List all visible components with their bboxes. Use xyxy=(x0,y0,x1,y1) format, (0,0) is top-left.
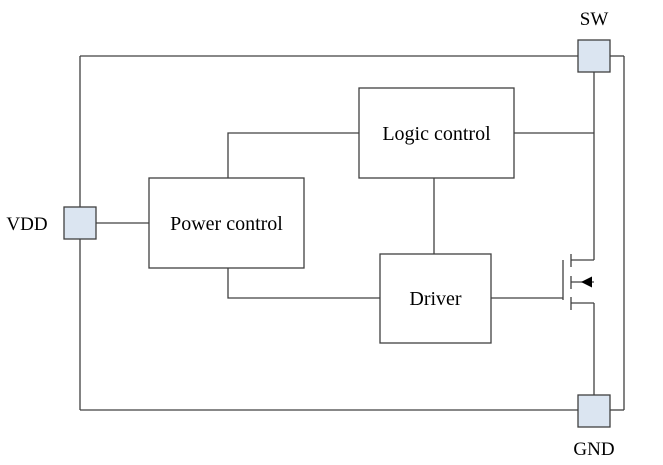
wire-power-driver xyxy=(227,268,380,299)
gnd-pin-box xyxy=(577,394,611,428)
logic-control-box xyxy=(358,87,515,179)
sw-pin-label: SW xyxy=(580,9,609,30)
pin-gnd: GND xyxy=(573,394,615,460)
driver-box xyxy=(379,253,492,344)
pin-vdd: VDD xyxy=(6,206,97,240)
vdd-pin-label: VDD xyxy=(6,214,47,235)
outer-boundary xyxy=(79,55,625,411)
mosfet-icon xyxy=(562,254,594,310)
power-control-label: Power control xyxy=(170,213,283,235)
vdd-pin-box xyxy=(63,206,97,240)
block-power-control: Power control xyxy=(148,177,305,269)
gnd-pin-label: GND xyxy=(573,439,614,460)
mosfet-arrow-icon xyxy=(581,276,592,288)
sw-pin-box xyxy=(577,39,611,73)
pin-sw: SW xyxy=(577,9,611,73)
internal-wiring xyxy=(96,72,595,395)
logic-control-label: Logic control xyxy=(382,123,491,145)
block-logic-control: Logic control xyxy=(358,87,515,179)
wire-power-logic xyxy=(227,132,359,178)
driver-label: Driver xyxy=(409,288,462,310)
power-control-box xyxy=(148,177,305,269)
block-driver: Driver xyxy=(379,253,492,344)
